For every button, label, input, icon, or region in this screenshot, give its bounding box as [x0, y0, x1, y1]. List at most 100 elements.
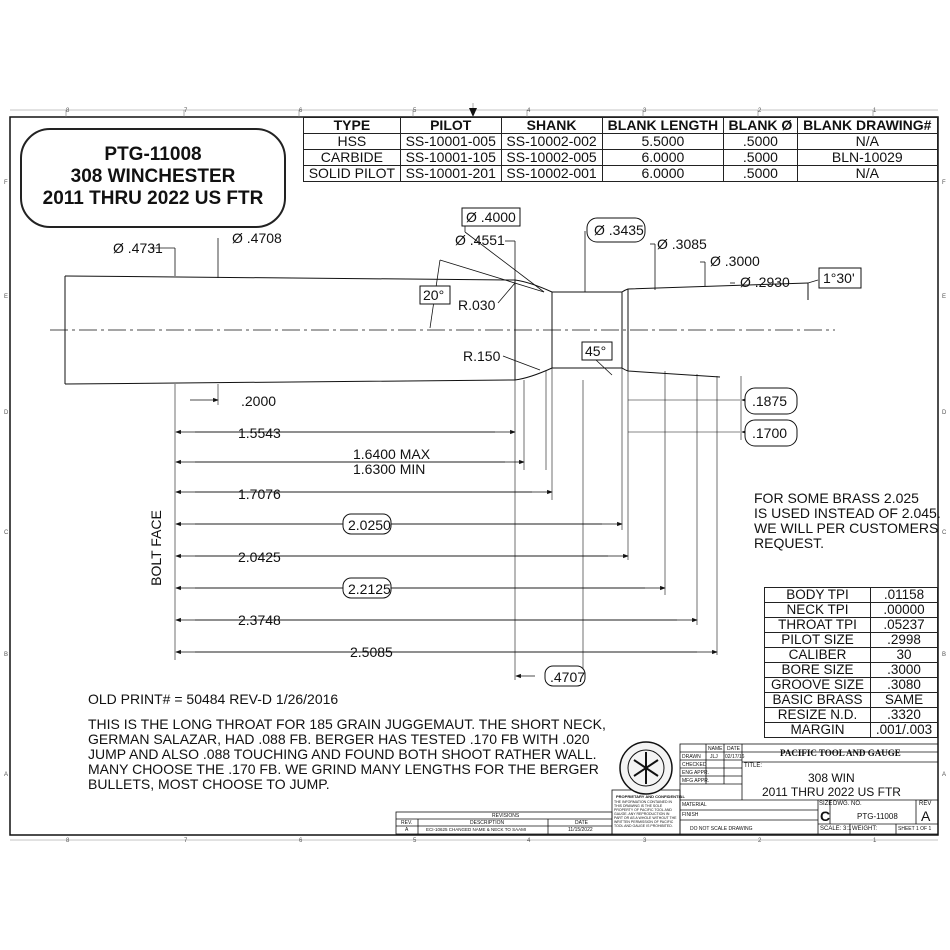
zone-number: 8 [66, 108, 70, 114]
zone-letter: F [4, 180, 8, 186]
tb-finish: FINISH [682, 812, 699, 818]
zone-number: 3 [643, 108, 647, 114]
tb-dwg-no: PTG-11008 [857, 812, 898, 821]
cartridge-name: 308 WINCHESTER [70, 166, 236, 187]
dim-len-1-5543: 1.5543 [238, 425, 281, 441]
spec-row: PILOT SIZE.2998 [764, 632, 939, 648]
year-range: 2011 THRU 2022 US FTR [42, 188, 264, 209]
zone-letter: A [942, 772, 947, 778]
tool-table-header: SHANK [500, 117, 603, 134]
dim-len-2000: .2000 [241, 393, 277, 409]
zone-letter: E [942, 294, 947, 300]
zone-letter: B [942, 652, 947, 658]
tool-table-header: BLANK DRAWING# [796, 117, 939, 134]
company-logo [619, 741, 673, 795]
spec-label: BASIC BRASS [764, 692, 871, 708]
dim-dia-4708: Ø .4708 [232, 230, 282, 246]
rev-row-desc: ECI-10625 CHANGED NAME & NECK TO SAAMI [426, 827, 527, 832]
rev-head-rev: REV. [401, 820, 413, 826]
dim-dia-4000: Ø .4000 [466, 209, 516, 225]
spec-row: MARGIN.001/.003 [764, 722, 939, 738]
zone-number: 5 [413, 838, 417, 844]
zone-number: 5 [413, 108, 417, 114]
dim-len-1-6400: 1.6400 MAX [353, 446, 431, 462]
tool-table-header: BLANK LENGTH [601, 117, 725, 134]
tb-sheet: SHEET 1 OF 1 [898, 826, 932, 832]
part-title-cloud: PTG-11008 308 WINCHESTER 2011 THRU 2022 … [20, 128, 286, 228]
tb-drawn-date: 02/17/16 [725, 754, 745, 760]
spec-value: .2998 [869, 632, 939, 648]
note-line: THIS IS THE LONG THROAT FOR 185 GRAIN JU… [88, 716, 606, 732]
tb-no-scale: DO NOT SCALE DRAWING [690, 826, 753, 832]
zone-letter: B [4, 652, 9, 658]
tb-dwg-label: DWG. NO. [833, 801, 862, 807]
zone-letter: D [4, 410, 9, 416]
tool-table-cell: SS-10002-005 [500, 149, 603, 166]
dim-dia-4731: Ø .4731 [113, 240, 163, 256]
tb-scale: SCALE: 3:1 [820, 826, 852, 832]
dim-angle-20: 20° [423, 287, 445, 303]
tb-row-mfg: MFG APPR. [682, 778, 710, 784]
note-line: JUMP AND ALSO .088 TOUCHING AND FOUND BO… [88, 746, 597, 762]
dim-r-150: R.150 [463, 348, 501, 364]
zone-number: 7 [184, 838, 188, 844]
spec-label: RESIZE N.D. [764, 707, 871, 723]
tool-table-cell: 6.0000 [601, 149, 725, 166]
zone-number: 7 [184, 108, 188, 114]
spec-label: PILOT SIZE [764, 632, 871, 648]
zone-letter: F [942, 180, 946, 186]
spec-label: BODY TPI [764, 587, 871, 603]
tool-table-cell: N/A [796, 165, 939, 182]
tool-table-header: BLANK Ø [723, 117, 798, 134]
spec-label: MARGIN [764, 722, 871, 738]
dim-dia-4551: Ø .4551 [455, 232, 505, 248]
rev-head-date: DATE [575, 820, 588, 826]
zone-letter: A [4, 772, 9, 778]
tool-table-cell: 6.0000 [601, 165, 725, 182]
zone-number: 4 [527, 838, 531, 844]
zone-letter: C [4, 530, 9, 536]
spec-label: GROOVE SIZE [764, 677, 871, 693]
tb-row-eng: ENG APPR. [682, 770, 709, 776]
rev-title: REVISIONS [492, 813, 520, 819]
zone-number: 2 [758, 838, 762, 844]
tb-date-label: DATE [727, 746, 740, 752]
zone-number: 6 [299, 108, 303, 114]
tb-size-label: SIZE [819, 801, 833, 807]
tool-table-cell: .5000 [723, 165, 798, 182]
tb-company: PACIFIC TOOL AND GAUGE [780, 748, 901, 758]
reamer-profile [64, 275, 809, 385]
zone-number: 8 [66, 838, 70, 844]
tool-table-cell: SS-10001-105 [399, 149, 502, 166]
zone-number: 1 [873, 108, 877, 114]
dim-len-4707: .4707 [550, 669, 586, 685]
bolt-face-label: BOLT FACE [147, 510, 164, 586]
spec-value: .00000 [869, 602, 939, 618]
dim-angle-1-30: 1°30' [823, 270, 855, 286]
description-note: THIS IS THE LONG THROAT FOR 185 GRAIN JU… [88, 717, 606, 792]
spec-label: BORE SIZE [764, 662, 871, 678]
dim-dia-3435: Ø .3435 [594, 222, 644, 238]
dim-len-2-0250: 2.0250 [348, 517, 391, 533]
spec-value: .3000 [869, 662, 939, 678]
tb-proprietary-title: PROPRIETARY AND CONFIDENTIAL [616, 794, 685, 799]
dim-r-030: R.030 [458, 297, 496, 313]
tb-material: MATERIAL [682, 802, 707, 808]
dim-len-2-0425: 2.0425 [238, 549, 281, 565]
zone-letter: C [942, 530, 947, 536]
zone-number: 4 [527, 108, 531, 114]
tool-table-cell: SS-10001-201 [399, 165, 502, 182]
tb-row-checked: CHECKED [682, 762, 707, 768]
tool-table-cell: SS-10002-001 [500, 165, 603, 182]
dim-len-2-3748: 2.3748 [238, 612, 281, 628]
tb-row-drawn: DRAWN [682, 754, 701, 760]
note-line: MANY CHOOSE THE .170 FB. WE GRIND MANY L… [88, 761, 599, 777]
